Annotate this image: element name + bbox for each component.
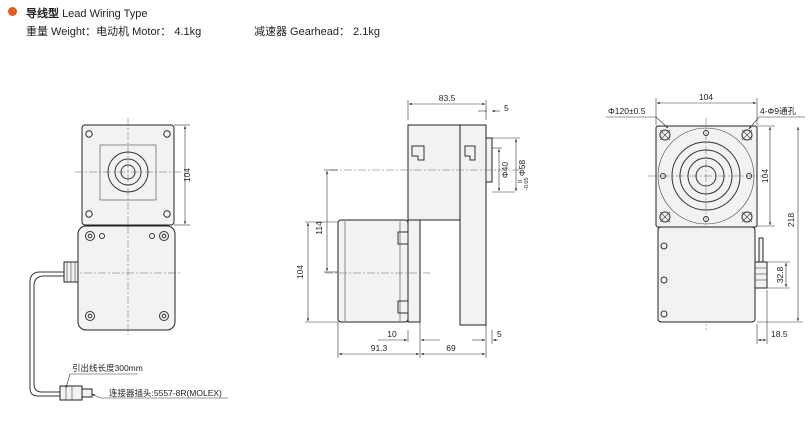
section-title: 导线型 Lead Wiring Type bbox=[26, 5, 147, 21]
side-dim-flange: 5 bbox=[504, 103, 509, 113]
motor-weight: 重量 Weight：电动机 Motor： 4.1kg bbox=[26, 26, 202, 38]
side-dim-motor-length: 91.3 bbox=[371, 343, 388, 353]
right-dim-width: 104 bbox=[699, 92, 713, 102]
side-dim-gear-length: 69 bbox=[446, 343, 456, 353]
side-dim-top-length: 83.5 bbox=[439, 93, 456, 103]
front-hub-inner bbox=[114, 158, 142, 186]
section-title-cn: 导线型 bbox=[26, 8, 59, 20]
front-cable bbox=[29, 271, 64, 397]
right-flange-square bbox=[655, 125, 758, 228]
front-lead-length: 引出线长度300mm bbox=[72, 363, 143, 373]
right-dim-connector-height: 32.8 bbox=[775, 266, 785, 283]
front-inner-square bbox=[99, 144, 157, 201]
side-dim-motor-height: 114 bbox=[314, 221, 324, 235]
right-motor-bolts bbox=[660, 242, 668, 318]
right-dim-holes: 4-Φ9通孔 bbox=[760, 106, 797, 116]
right-motor-body bbox=[657, 226, 756, 323]
front-hub-outer bbox=[107, 151, 149, 193]
right-view: 104 Φ120±0.5 bbox=[606, 92, 805, 344]
side-dim-flange-thick: 10 bbox=[387, 329, 397, 339]
front-shaft bbox=[120, 164, 136, 180]
front-flange-bolts bbox=[85, 130, 171, 218]
side-gear-detail bbox=[411, 145, 425, 161]
right-dim-connector-depth: 18.5 bbox=[771, 329, 788, 339]
side-motor-flange bbox=[407, 219, 421, 323]
right-dim-flange-height: 104 bbox=[760, 169, 770, 183]
front-motor-bolts bbox=[85, 231, 169, 321]
side-dim-left-height: 104 bbox=[295, 265, 305, 279]
right-corner-holes bbox=[659, 129, 753, 223]
right-dim-total-height: 218 bbox=[786, 213, 796, 227]
side-gearbox bbox=[407, 124, 461, 221]
side-dim-pilot-tol-upper: 0 bbox=[518, 180, 524, 183]
front-connector-label: 连接器插头:5557-8R(MOLEX) bbox=[109, 388, 222, 398]
side-dim-shaft-dia: Φ40 bbox=[500, 162, 510, 179]
side-dim-flange-right: 5 bbox=[497, 329, 502, 339]
right-cable-gland bbox=[754, 261, 768, 289]
front-motor-body bbox=[77, 225, 176, 331]
section-bullet-icon bbox=[8, 7, 17, 16]
right-pcd-circle bbox=[657, 127, 755, 225]
front-connector bbox=[59, 385, 83, 401]
right-hub-inner bbox=[687, 157, 725, 195]
side-dim-pilot-dia: Φ58 bbox=[517, 160, 527, 177]
right-hub-outer bbox=[671, 141, 741, 211]
side-flange bbox=[459, 124, 487, 326]
side-dim-pilot-tol-lower: -0.05 bbox=[524, 177, 530, 190]
side-view: 83.5 5 Φ40 Φ58 0 -0.05 114 bbox=[295, 93, 530, 358]
front-dim-gear-height: 104 bbox=[182, 168, 192, 182]
right-shaft bbox=[695, 165, 717, 187]
right-cable-stub bbox=[758, 237, 764, 263]
section-title-en: Lead Wiring Type bbox=[62, 8, 148, 20]
right-dim-pcd: Φ120±0.5 bbox=[608, 106, 646, 116]
gearhead-weight: 减速器 Gearhead： 2.1kg bbox=[254, 26, 380, 38]
front-view: 104 引出线长度300mm bbox=[29, 118, 228, 401]
side-shaft-pilot bbox=[485, 137, 493, 183]
